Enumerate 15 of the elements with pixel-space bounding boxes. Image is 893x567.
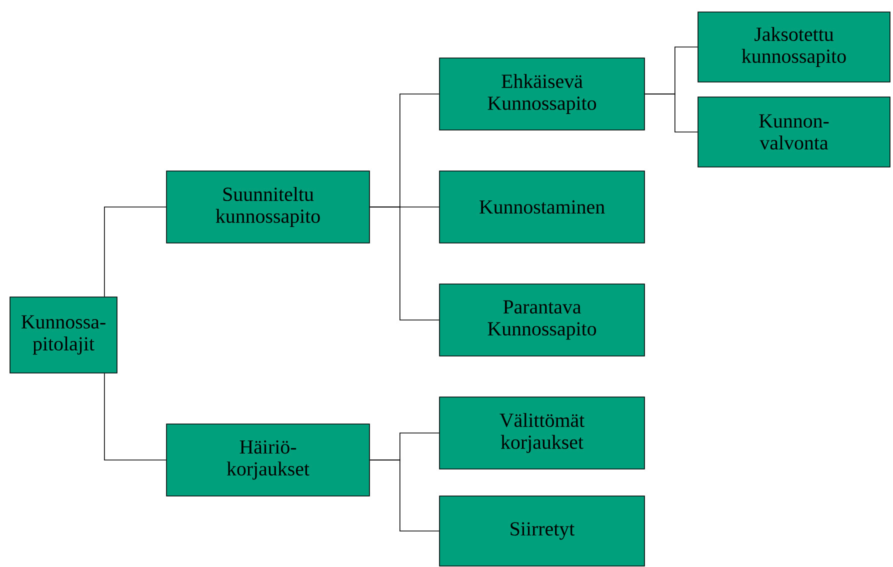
category-box: Ehkäisevä Kunnossapito — [439, 58, 645, 130]
connector-line — [644, 94, 698, 132]
connector-line — [104, 372, 166, 460]
category-box: Suunniteltu kunnossapito — [166, 170, 370, 244]
category-box: Häiriö- korjaukset — [166, 424, 370, 496]
category-box: Jaksotettu kunnossapito — [698, 12, 890, 82]
category-box: Siirretyt — [439, 496, 645, 566]
category-box: Välittömät korjaukset — [439, 396, 645, 470]
category-box: Kunnossa- pitolajit — [10, 296, 118, 374]
connector-line — [370, 460, 440, 532]
category-box: Kunnostaminen — [439, 170, 645, 244]
connector-line — [370, 206, 440, 320]
category-box: Kunnon- valvonta — [698, 96, 890, 168]
category-box: Parantava Kunnossapito — [439, 284, 645, 356]
connector-line — [104, 206, 166, 297]
